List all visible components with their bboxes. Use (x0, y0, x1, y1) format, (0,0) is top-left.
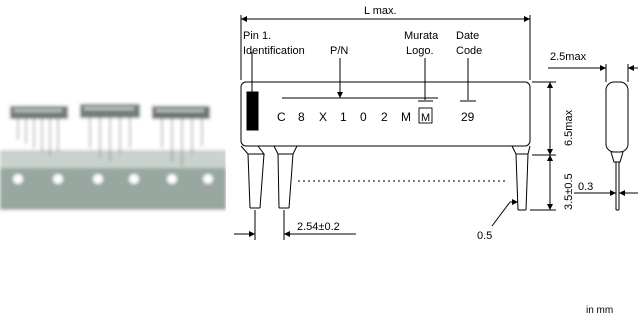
unit-note: in mm (586, 305, 614, 316)
lead-width-leader (491, 201, 511, 227)
murata-logo-icon (418, 107, 433, 124)
pin1-label-line1: Pin 1. (243, 30, 271, 42)
lead-thickness-label: 0.3 (578, 181, 593, 193)
murata-logo-glyph: M (421, 112, 430, 124)
pin1-shoulder (240, 145, 265, 155)
length-label: L max. (364, 5, 397, 17)
marking-char: 8 (298, 110, 305, 124)
logo-label-line1: Murata (404, 30, 439, 42)
marking-char: 1 (340, 110, 347, 124)
thickness-label: 2.5max (550, 51, 587, 63)
marking-char: 2 (381, 110, 388, 124)
date-label-line1: Date (456, 30, 479, 42)
body-height-label: 6.5max (563, 109, 575, 146)
pitch-label: 2.54±0.2 (297, 221, 340, 233)
pin-last-shoulder (511, 145, 531, 155)
pin1-mark (246, 91, 259, 131)
pn-label: P/N (330, 45, 348, 57)
date-code-value: 29 (461, 110, 475, 124)
lead-length-label: 3.5±0.5 (563, 173, 575, 210)
lead-width-label: 0.5 (477, 230, 492, 242)
side-view-body (605, 81, 629, 153)
marking-char: 0 (360, 110, 367, 124)
marking-char: X (319, 110, 327, 124)
date-label-line2: Code (456, 45, 482, 57)
marking-char: C (277, 110, 286, 124)
dimension-drawing: L max. Pin 1. Identification P/N Murata … (234, 5, 638, 242)
product-photo (0, 78, 226, 226)
marking-char: M (401, 110, 411, 124)
pin2-shoulder (273, 145, 298, 155)
pin1-label-line2: Identification (243, 45, 305, 57)
side-view-neck (610, 151, 624, 163)
logo-label-line2: Logo. (406, 45, 434, 57)
